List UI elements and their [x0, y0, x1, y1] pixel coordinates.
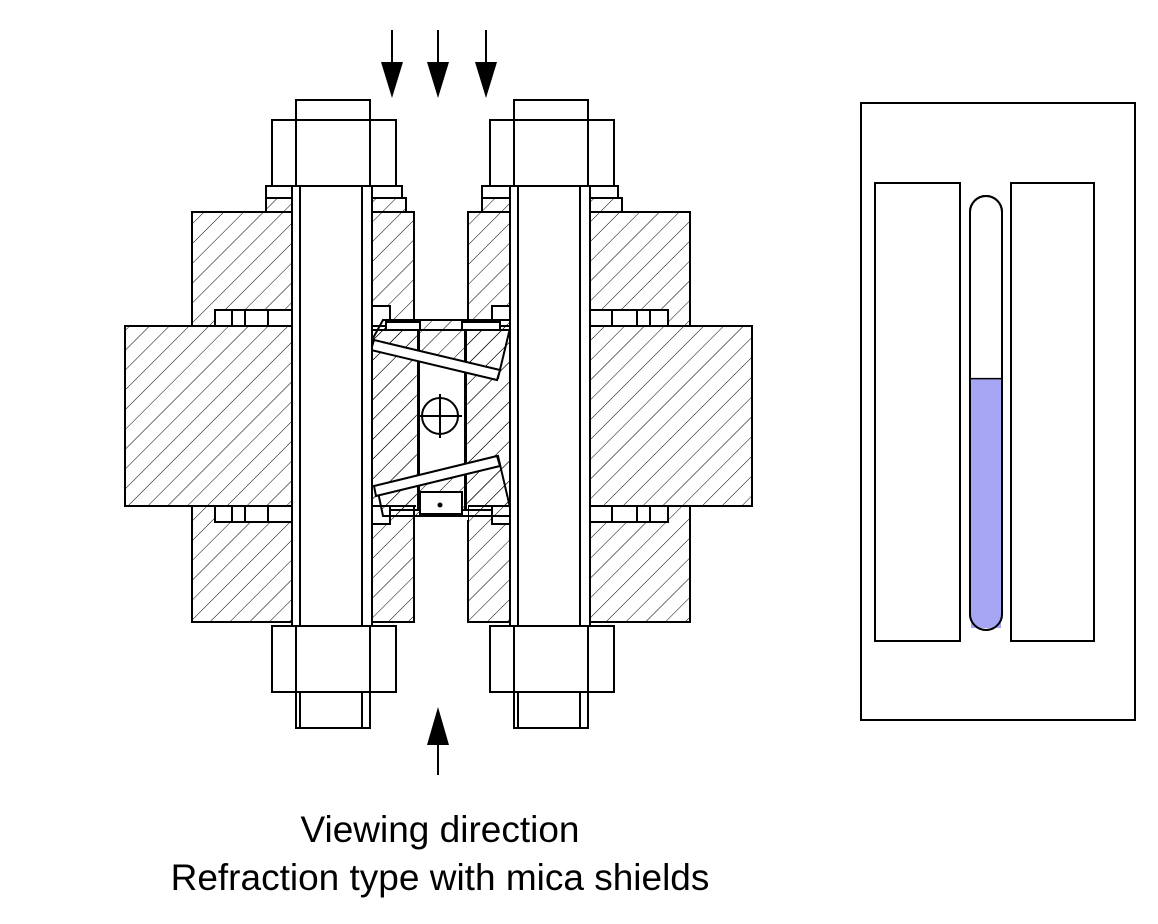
incoming-light-arrows — [381, 30, 497, 98]
left-bolt — [265, 99, 407, 729]
caption-gauge-type: Refraction type with mica shields — [170, 857, 710, 898]
gauge-glass-tube — [969, 195, 1003, 631]
liquid-level — [971, 378, 1001, 628]
lower-glass-with-mica-shield — [372, 454, 514, 517]
upper-glass-with-mica-shield — [369, 319, 514, 382]
viewing-direction-arrow — [427, 707, 449, 775]
right-bolt — [481, 99, 623, 729]
center-crosshair — [418, 394, 462, 438]
caption-viewing-direction: Viewing direction — [300, 809, 580, 850]
